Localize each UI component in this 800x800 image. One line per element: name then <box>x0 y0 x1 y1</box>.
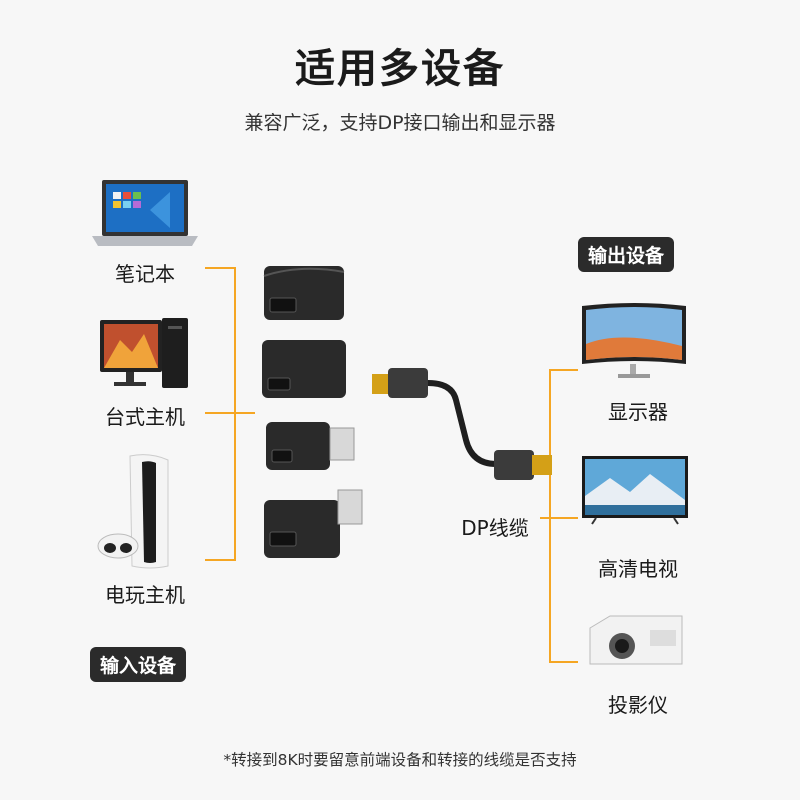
laptop-icon <box>92 180 198 246</box>
input-bracket-lines <box>205 267 255 561</box>
game-console-icon <box>97 454 169 569</box>
output-bracket-lines <box>540 369 578 663</box>
projector-icon <box>589 615 683 665</box>
input-device-label-laptop: 笔记本 <box>115 262 175 286</box>
hdmi-female-female-adapter-icon <box>263 266 345 320</box>
page-title: 适用多设备 <box>295 46 505 92</box>
cable-label: DP线缆 <box>461 516 529 540</box>
input-device-label-console: 电玩主机 <box>105 583 185 607</box>
footnote: *转接到8K时要留意前端设备和转接的线缆是否支持 <box>223 751 577 769</box>
desktop-computer-icon <box>100 318 188 388</box>
tv-icon <box>582 456 688 525</box>
output-device-label-projector: 投影仪 <box>608 693 668 717</box>
hdmi-female-mini-adapter-icon <box>262 340 346 398</box>
output-device-label-monitor: 显示器 <box>608 400 668 424</box>
hdmi-male-mini-adapter-icon <box>266 422 355 470</box>
hdmi-male-female-adapter-icon <box>264 489 363 558</box>
page-subtitle: 兼容广泛，支持DP接口输出和显示器 <box>244 112 556 134</box>
input-devices-badge: 输入设备 <box>90 647 187 682</box>
input-device-label-desktop: 台式主机 <box>105 405 185 429</box>
output-device-label-tv: 高清电视 <box>598 557 678 581</box>
monitor-icon <box>582 303 686 378</box>
cable-icon <box>372 368 552 480</box>
output-devices-badge: 输出设备 <box>578 237 675 272</box>
